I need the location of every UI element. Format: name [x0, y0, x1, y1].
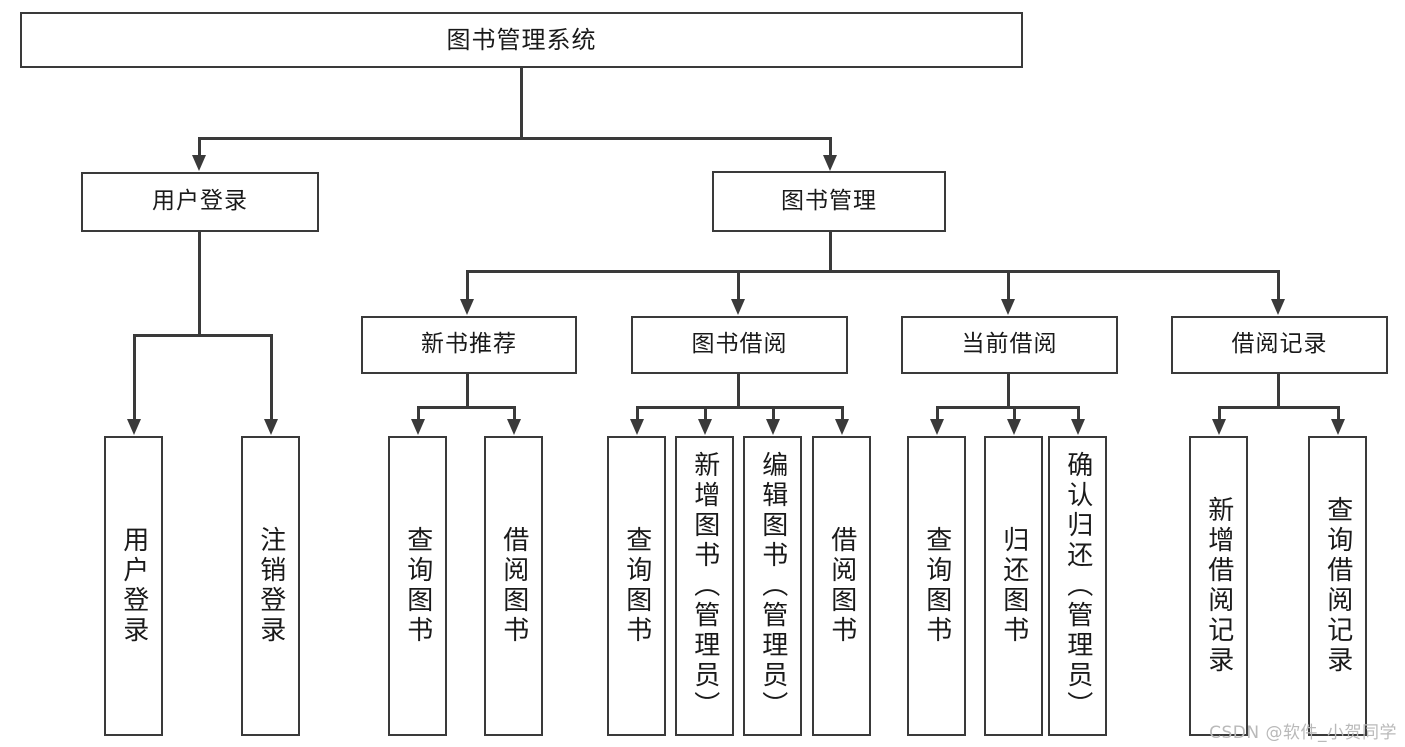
connector-root-stem: [520, 68, 523, 138]
connector-bb-drop-3: [772, 406, 775, 420]
arrowhead-book-manage: [823, 155, 837, 171]
node-label: 确认归还（管理员）: [1062, 451, 1093, 721]
connector-new-book-drop-2: [513, 406, 516, 420]
arrowhead-br-query: [1331, 419, 1345, 435]
leaf-borrow-query-book[interactable]: 查询图书: [607, 436, 666, 736]
node-label: 借阅图书: [826, 526, 857, 646]
arrowhead-cb-return: [1007, 419, 1021, 435]
connector-bb-drop-4: [841, 406, 844, 420]
leaf-user-login[interactable]: 用户登录: [104, 436, 163, 736]
connector-new-book-stem: [466, 374, 469, 408]
arrowhead-cb-confirm: [1071, 419, 1085, 435]
leaf-borrow-borrow-book[interactable]: 借阅图书: [812, 436, 871, 736]
node-user-login[interactable]: 用户登录: [81, 172, 319, 232]
leaf-record-query-record[interactable]: 查询借阅记录: [1308, 436, 1367, 736]
connector-new-book-bus: [417, 406, 515, 409]
arrowhead-nb-query: [411, 419, 425, 435]
connector-book-manage-stem: [829, 232, 832, 272]
arrowhead-bb-borrow: [835, 419, 849, 435]
leaf-record-add-record[interactable]: 新增借阅记录: [1189, 436, 1248, 736]
connector-borrow-record-bus: [1218, 406, 1339, 409]
connector-br-drop-2: [1337, 406, 1340, 420]
leaf-newbook-query-book[interactable]: 查询图书: [388, 436, 447, 736]
node-label: 查询图书: [921, 526, 952, 646]
node-borrow-record[interactable]: 借阅记录: [1171, 316, 1388, 374]
node-label: 图书管理系统: [446, 25, 597, 54]
node-label: 编辑图书（管理员）: [757, 451, 788, 721]
leaf-current-query-book[interactable]: 查询图书: [907, 436, 966, 736]
arrowhead-borrow-record: [1271, 299, 1285, 315]
leaf-borrow-edit-book[interactable]: 编辑图书（管理员）: [743, 436, 802, 736]
arrowhead-user-login: [192, 155, 206, 171]
node-root-system[interactable]: 图书管理系统: [20, 12, 1023, 68]
connector-level3-drop-4: [1277, 270, 1280, 300]
arrowhead-bb-query: [630, 419, 644, 435]
connector-user-login-drop-1: [133, 334, 136, 420]
node-label: 查询借阅记录: [1322, 496, 1353, 676]
node-label: 归还图书: [998, 526, 1029, 646]
connector-current-borrow-stem: [1007, 374, 1010, 408]
watermark-text: CSDN @软件_小贺同学: [1209, 723, 1397, 743]
connector-level2-drop-left: [198, 137, 201, 157]
node-label: 查询图书: [402, 526, 433, 646]
connector-book-borrow-bus: [636, 406, 844, 409]
leaf-newbook-borrow-book[interactable]: 借阅图书: [484, 436, 543, 736]
arrowhead-cb-query: [930, 419, 944, 435]
arrowhead-new-book: [460, 299, 474, 315]
node-label: 查询图书: [621, 526, 652, 646]
connector-user-login-bus: [133, 334, 272, 337]
node-label: 用户登录: [152, 188, 248, 215]
node-label: 图书借阅: [691, 331, 788, 358]
leaf-current-confirm-return[interactable]: 确认归还（管理员）: [1048, 436, 1107, 736]
node-label: 图书管理: [781, 187, 877, 214]
arrowhead-book-borrow: [731, 299, 745, 315]
connector-level2-drop-right: [829, 137, 832, 157]
connector-bb-drop-1: [636, 406, 639, 420]
connector-new-book-drop-1: [417, 406, 420, 420]
connector-borrow-record-stem: [1277, 374, 1280, 408]
connector-current-borrow-bus: [936, 406, 1079, 409]
connector-cb-drop-2: [1013, 406, 1016, 420]
arrowhead-br-add: [1212, 419, 1226, 435]
arrowhead-leaf-user-login: [127, 419, 141, 435]
leaf-current-return-book[interactable]: 归还图书: [984, 436, 1043, 736]
connector-user-login-stem: [198, 232, 201, 336]
node-label: 新书推荐: [421, 331, 517, 358]
connector-br-drop-1: [1218, 406, 1221, 420]
node-label: 借阅图书: [498, 526, 529, 646]
connector-level3-drop-2: [737, 270, 740, 300]
connector-level2-bus: [198, 137, 832, 140]
node-label: 用户登录: [118, 526, 149, 646]
node-label: 借阅记录: [1231, 331, 1328, 358]
arrowhead-bb-edit: [766, 419, 780, 435]
node-label: 当前借阅: [961, 331, 1058, 358]
arrowhead-current-borrow: [1001, 299, 1015, 315]
connector-level3-drop-1: [466, 270, 469, 300]
connector-bb-drop-2: [704, 406, 707, 420]
arrowhead-bb-add: [698, 419, 712, 435]
connector-level3-bus: [466, 270, 1278, 273]
node-book-management[interactable]: 图书管理: [712, 171, 946, 232]
node-book-borrow[interactable]: 图书借阅: [631, 316, 848, 374]
node-new-book-recommend[interactable]: 新书推荐: [361, 316, 577, 374]
node-current-borrow[interactable]: 当前借阅: [901, 316, 1118, 374]
connector-level3-drop-3: [1007, 270, 1010, 300]
arrowhead-nb-borrow: [507, 419, 521, 435]
node-label: 注销登录: [255, 526, 286, 646]
connector-cb-drop-3: [1077, 406, 1080, 420]
leaf-logout[interactable]: 注销登录: [241, 436, 300, 736]
connector-book-borrow-stem: [737, 374, 740, 408]
connector-cb-drop-1: [936, 406, 939, 420]
node-label: 新增图书（管理员）: [689, 451, 720, 721]
arrowhead-leaf-logout: [264, 419, 278, 435]
connector-user-login-drop-2: [270, 334, 273, 420]
leaf-borrow-add-book[interactable]: 新增图书（管理员）: [675, 436, 734, 736]
node-label: 新增借阅记录: [1203, 496, 1234, 676]
